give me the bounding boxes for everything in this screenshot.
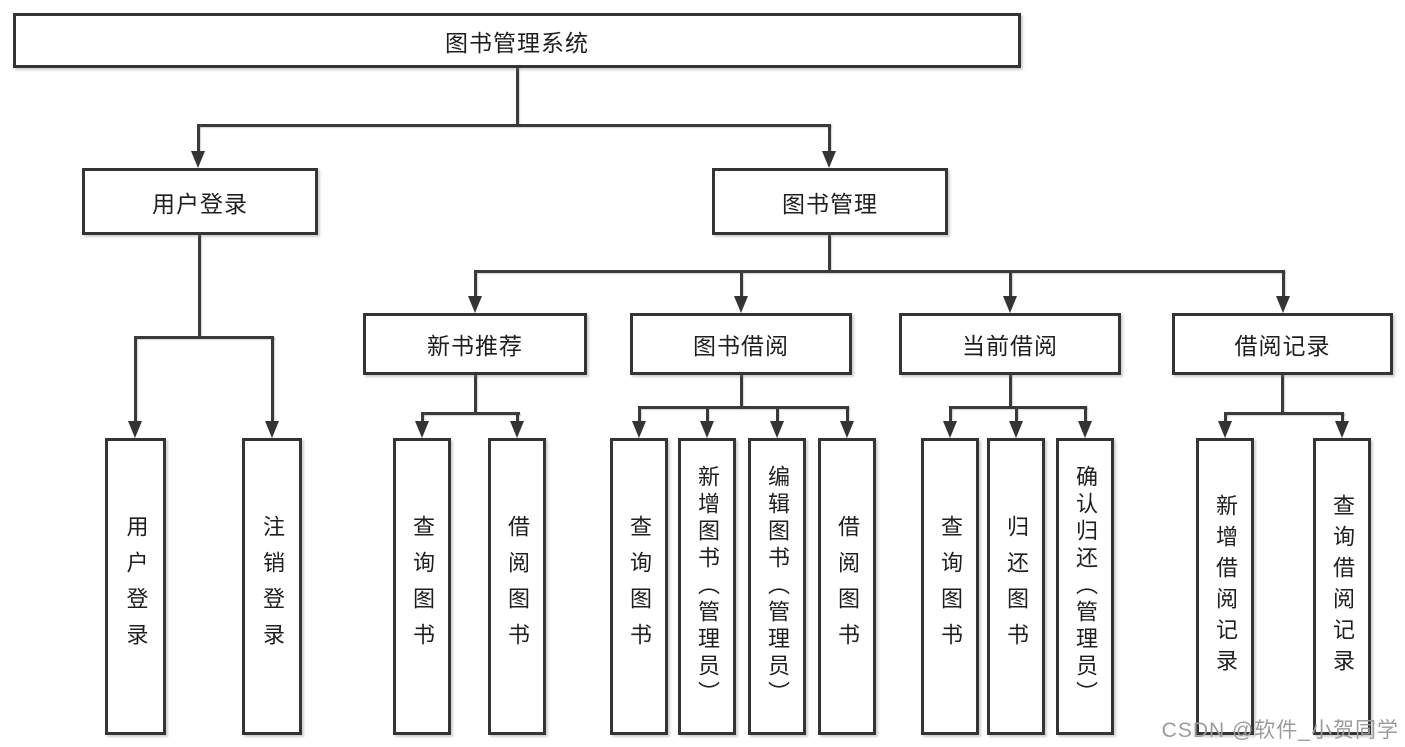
connector-line bbox=[1009, 270, 1012, 299]
node-label: 借阅记录 bbox=[1234, 333, 1331, 359]
connector-line bbox=[949, 406, 1087, 409]
leaf-query-books: 查询图书 bbox=[393, 438, 451, 735]
arrowhead-icon bbox=[1218, 421, 1232, 438]
leaf-query-borrow-record: 查询借阅记录 bbox=[1313, 438, 1371, 735]
connector-line bbox=[740, 373, 743, 408]
node-label: 归还图书 bbox=[1004, 514, 1029, 659]
node-current-borrow: 当前借阅 bbox=[899, 313, 1121, 375]
arrowhead-icon bbox=[700, 421, 714, 438]
connector-line bbox=[516, 66, 519, 126]
connector-line bbox=[474, 373, 477, 414]
connector-line bbox=[828, 124, 831, 154]
connector-line bbox=[474, 270, 477, 299]
connector-line bbox=[846, 406, 849, 424]
connector-line bbox=[421, 412, 424, 424]
arrowhead-icon bbox=[943, 421, 957, 438]
node-new-book-recommend: 新书推荐 bbox=[363, 313, 587, 375]
node-user-login: 用户登录 bbox=[82, 168, 318, 235]
connector-line bbox=[1009, 373, 1012, 408]
node-label: 图书管理系统 bbox=[445, 29, 589, 56]
node-label: 新书推荐 bbox=[427, 333, 523, 359]
arrowhead-icon bbox=[822, 151, 836, 168]
arrowhead-icon bbox=[191, 151, 205, 168]
node-label: 确认归还（管理员） bbox=[1073, 465, 1098, 708]
connector-line bbox=[776, 406, 779, 424]
connector-line bbox=[1341, 412, 1344, 424]
connector-line bbox=[638, 406, 641, 424]
connector-line bbox=[198, 235, 201, 338]
connector-line bbox=[516, 412, 519, 424]
connector-line bbox=[271, 336, 274, 424]
connector-line bbox=[197, 124, 831, 127]
leaf-borrow-books: 借阅图书 bbox=[488, 438, 546, 735]
node-label: 图书借阅 bbox=[693, 333, 789, 359]
node-label: 查询图书 bbox=[410, 514, 435, 659]
arrowhead-icon bbox=[1276, 296, 1290, 313]
connector-line bbox=[474, 270, 1285, 273]
node-label: 图书管理 bbox=[782, 190, 878, 217]
node-book-management: 图书管理 bbox=[712, 168, 948, 235]
arrowhead-icon bbox=[468, 296, 482, 313]
connector-line bbox=[740, 270, 743, 299]
connector-line bbox=[1224, 412, 1344, 415]
leaf-add-borrow-record: 新增借阅记录 bbox=[1196, 438, 1254, 735]
node-label: 借阅图书 bbox=[505, 514, 530, 659]
connector-line bbox=[421, 412, 520, 415]
arrowhead-icon bbox=[510, 421, 524, 438]
node-label: 当前借阅 bbox=[962, 333, 1058, 359]
leaf-add-books-admin: 新增图书（管理员） bbox=[678, 438, 736, 735]
connector-line bbox=[1224, 412, 1227, 424]
node-label: 查询图书 bbox=[627, 514, 652, 659]
watermark: CSDN @软件_小贺同学 bbox=[1161, 719, 1399, 742]
arrowhead-icon bbox=[265, 421, 279, 438]
node-label: 借阅图书 bbox=[835, 514, 860, 659]
arrowhead-icon bbox=[734, 296, 748, 313]
connector-line bbox=[828, 235, 831, 272]
arrowhead-icon bbox=[1003, 296, 1017, 313]
connector-line bbox=[949, 406, 952, 424]
arrowhead-icon bbox=[1078, 421, 1092, 438]
connector-line bbox=[1015, 406, 1018, 424]
connector-line bbox=[638, 406, 849, 409]
arrowhead-icon bbox=[128, 421, 142, 438]
connector-line bbox=[134, 336, 137, 424]
connector-line bbox=[1084, 406, 1087, 424]
arrowhead-icon bbox=[632, 421, 646, 438]
connector-line bbox=[1282, 270, 1285, 299]
node-label: 新增借阅记录 bbox=[1213, 493, 1238, 680]
node-label: 编辑图书（管理员） bbox=[765, 465, 790, 708]
arrowhead-icon bbox=[415, 421, 429, 438]
node-label: 查询借阅记录 bbox=[1330, 493, 1355, 680]
leaf-user-login: 用户登录 bbox=[105, 438, 166, 735]
node-root-system: 图书管理系统 bbox=[13, 13, 1021, 68]
node-label: 新增图书（管理员） bbox=[695, 465, 720, 708]
node-book-borrow: 图书借阅 bbox=[630, 313, 852, 375]
leaf-logout: 注销登录 bbox=[242, 438, 302, 735]
node-label: 用户登录 bbox=[152, 190, 248, 217]
leaf-confirm-return-admin: 确认归还（管理员） bbox=[1056, 438, 1114, 735]
node-label: 用户登录 bbox=[123, 514, 149, 659]
leaf-query-books: 查询图书 bbox=[921, 438, 979, 735]
connector-line bbox=[134, 336, 274, 339]
node-label: 注销登录 bbox=[260, 514, 285, 659]
arrowhead-icon bbox=[1335, 421, 1349, 438]
node-label: 查询图书 bbox=[938, 514, 963, 659]
connector-line bbox=[1281, 373, 1284, 414]
leaf-borrow-books: 借阅图书 bbox=[818, 438, 876, 735]
arrowhead-icon bbox=[770, 421, 784, 438]
connector-line bbox=[706, 406, 709, 424]
arrowhead-icon bbox=[1009, 421, 1023, 438]
leaf-query-books: 查询图书 bbox=[610, 438, 668, 735]
arrowhead-icon bbox=[840, 421, 854, 438]
leaf-return-books: 归还图书 bbox=[987, 438, 1045, 735]
leaf-edit-books-admin: 编辑图书（管理员） bbox=[748, 438, 806, 735]
connector-line bbox=[197, 124, 200, 154]
node-borrow-records: 借阅记录 bbox=[1172, 313, 1393, 375]
